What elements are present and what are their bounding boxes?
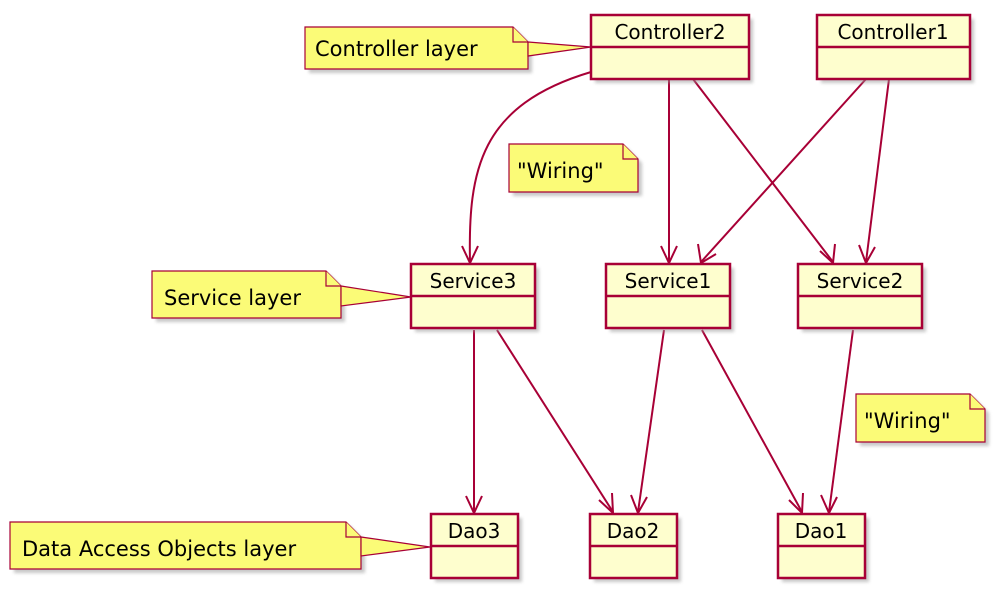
edge-controller2-service2 — [692, 78, 834, 263]
object-controller2[interactable]: Controller2 — [589, 13, 753, 83]
object-dao1-title: Dao1 — [795, 519, 848, 543]
edge-controller1-service2 — [865, 78, 890, 263]
note-controller-layer-text: Controller layer — [315, 37, 478, 61]
note-dao-layer-text: Data Access Objects layer — [22, 537, 296, 561]
object-service2-title: Service2 — [817, 269, 904, 293]
object-service3[interactable]: Service3 — [409, 262, 539, 332]
note-controller-layer: Controller layer — [304, 26, 592, 73]
note-service-layer-text: Service layer — [164, 286, 301, 310]
object-service2[interactable]: Service2 — [796, 262, 926, 332]
note-wiring-top-text: "Wiring" — [517, 159, 604, 183]
object-controller2-title: Controller2 — [614, 20, 725, 44]
object-dao2[interactable]: Dao2 — [588, 512, 681, 582]
object-dao3[interactable]: Dao3 — [429, 512, 522, 582]
object-dao3-title: Dao3 — [448, 519, 501, 543]
edge-controller1-service1 — [700, 78, 867, 263]
object-controller1-title: Controller1 — [837, 20, 948, 44]
note-dao-layer: Data Access Objects layer — [9, 521, 431, 573]
note-wiring-right: "Wiring" — [855, 393, 989, 446]
note-service-layer: Service layer — [151, 270, 412, 322]
arrowhead-service1-from-controller1 — [697, 243, 717, 265]
object-service3-title: Service3 — [430, 269, 517, 293]
object-dao1[interactable]: Dao1 — [776, 512, 869, 582]
edge-controller2-service3 — [468, 71, 592, 263]
edge-service1-dao2 — [637, 329, 665, 513]
object-dao2-title: Dao2 — [607, 519, 660, 543]
object-service1-title: Service1 — [625, 269, 712, 293]
edge-service2-dao1 — [828, 329, 854, 513]
arrowhead-dao2-from-service3 — [598, 492, 615, 516]
object-service1[interactable]: Service1 — [604, 262, 734, 332]
edge-service3-dao2 — [496, 329, 614, 513]
object-controller1[interactable]: Controller1 — [815, 13, 974, 83]
edges — [461, 71, 890, 516]
edge-service1-dao1 — [701, 329, 803, 513]
note-wiring-right-text: "Wiring" — [864, 409, 951, 433]
note-wiring-top: "Wiring" — [508, 143, 642, 196]
